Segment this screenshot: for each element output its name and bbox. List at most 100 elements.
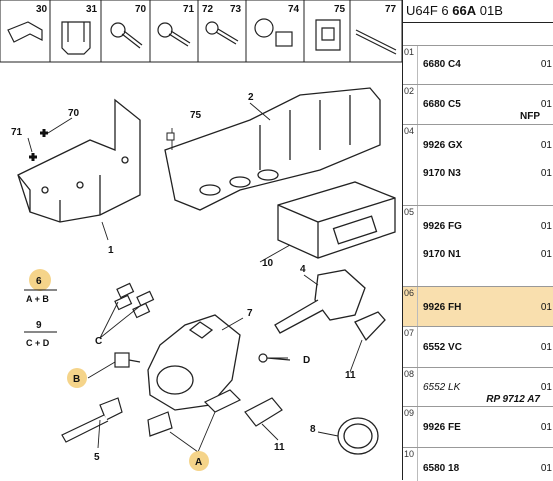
row-number: 09 [404, 408, 415, 418]
part-row-02[interactable]: 02 6680 C5 01 NFP [403, 84, 553, 124]
row-number: 06 [404, 288, 415, 298]
part-qty: 01 [540, 302, 552, 313]
part-qty: 01 [540, 221, 552, 232]
part-qty: 01 [540, 342, 552, 353]
callout-75: 75 [190, 110, 202, 121]
reference-prefix: U64F 6 [406, 3, 449, 18]
transponder-disc [337, 417, 379, 455]
top-label-71: 71 [183, 4, 195, 15]
part-code: 6680 C4 [423, 59, 461, 70]
pin-a [203, 389, 242, 413]
legend-6-letters: A + B [26, 294, 49, 304]
upper-support [164, 87, 381, 211]
part-code: 9170 N3 [423, 168, 461, 179]
screw-70-marker-icon [40, 129, 48, 137]
part-qty: 01 [540, 99, 552, 110]
shear-bolt-b [114, 352, 141, 368]
legend-9-number: 9 [36, 320, 42, 331]
top-number-labels: 30 31 70 71 72 73 74 75 77 [36, 4, 397, 15]
callout-4: 4 [300, 264, 306, 275]
part-note: RP 9712 A7 [486, 394, 540, 405]
callout-70: 70 [68, 108, 80, 119]
key-fob [354, 311, 386, 342]
callout-A: A [189, 451, 209, 471]
part-qty: 01 [540, 249, 552, 260]
blank-key [61, 397, 123, 443]
small-bracket [147, 411, 173, 437]
support-bracket [17, 98, 141, 223]
nut-clip-75-icon [315, 19, 341, 51]
svg-text:B: B [73, 374, 80, 385]
row-number: 05 [404, 207, 415, 217]
caps-c [114, 282, 155, 319]
reference-suffix: 01B [479, 3, 503, 18]
part-code: 6680 C5 [423, 99, 461, 110]
part-qty: 01 [540, 168, 552, 179]
part-note: NFP [520, 111, 540, 122]
callout-10: 10 [262, 258, 274, 269]
screw-71-icon [157, 22, 191, 47]
legend-6-number: 6 [36, 276, 42, 287]
top-label-72: 72 [202, 4, 214, 15]
callout-7: 7 [247, 308, 253, 319]
top-label-73: 73 [230, 4, 242, 15]
part-code: 6552 VC [423, 342, 462, 353]
row-number: 01 [404, 47, 415, 57]
part-qty: 01 [540, 422, 552, 433]
ignition-key [274, 269, 366, 334]
top-label-77: 77 [385, 4, 397, 15]
callout-B: B [67, 368, 87, 388]
parts-exploded-diagram: 30 31 70 71 72 73 74 75 77 [0, 0, 402, 471]
marker-75-icon [166, 132, 175, 141]
screw-70-icon [110, 22, 143, 49]
part-code: 9926 FH [423, 302, 462, 313]
control-unit [277, 181, 396, 259]
callout-5: 5 [94, 452, 100, 463]
top-label-30: 30 [36, 4, 48, 15]
clip-30-icon [7, 21, 43, 43]
part-row-10[interactable]: 10 6580 18 01 [403, 447, 553, 481]
svg-text:A: A [195, 457, 202, 468]
legend-9-letters: C + D [26, 338, 50, 348]
part-row-08[interactable]: 08 6552 LK 01 RP 9712 A7 [403, 367, 553, 406]
part-code: 9926 FE [423, 422, 461, 433]
callout-D: D [303, 355, 310, 366]
parts-list-panel: U64F 6 66A 01B 01 6680 C4 01 02 6680 C5 … [402, 0, 553, 481]
kit-legend: 6 A + B 9 C + D [24, 269, 57, 348]
part-qty: 01 [540, 463, 552, 474]
part-qty: 01 [540, 59, 552, 70]
part-code: 9926 GX [423, 140, 463, 151]
bolt-74-icon [254, 18, 293, 47]
part-row-06[interactable]: 06 9926 FH 01 [403, 286, 553, 326]
reference-bold: 66A [452, 3, 477, 18]
row-number: 08 [404, 369, 415, 379]
callout-71: 71 [11, 127, 23, 138]
part-code: 6552 LK [423, 382, 461, 393]
part-code: 9170 N1 [423, 249, 461, 260]
top-label-70: 70 [135, 4, 147, 15]
part-row-05[interactable]: 05 9926 FG 01 9170 N1 01 [403, 205, 553, 286]
row-number: 10 [404, 449, 415, 459]
part-code: 6580 18 [423, 463, 460, 474]
row-number: 04 [404, 126, 415, 136]
callout-1: 1 [108, 245, 114, 256]
callout-2: 2 [248, 92, 254, 103]
screw-73-icon [205, 21, 239, 45]
callout-C: C [95, 336, 102, 347]
part-row-07[interactable]: 07 6552 VC 01 [403, 326, 553, 367]
row-number: 07 [404, 328, 415, 338]
part-row-04[interactable]: 04 9926 GX 01 9170 N3 01 [403, 124, 553, 205]
row-number: 02 [404, 86, 415, 96]
callout-11-bottom: 11 [274, 442, 285, 453]
top-label-74: 74 [288, 4, 300, 15]
key-fob-lower [244, 397, 283, 427]
part-qty: 01 [540, 382, 552, 393]
steering-lock-assembly [147, 314, 241, 411]
top-label-31: 31 [86, 4, 98, 15]
clip-31-icon [61, 21, 91, 55]
top-label-75: 75 [334, 4, 346, 15]
part-row-01[interactable]: 01 6680 C4 01 [403, 45, 553, 84]
part-row-09[interactable]: 09 9926 FE 01 [403, 406, 553, 447]
callout-8: 8 [310, 424, 316, 435]
cable-tie-77-icon [355, 29, 397, 55]
